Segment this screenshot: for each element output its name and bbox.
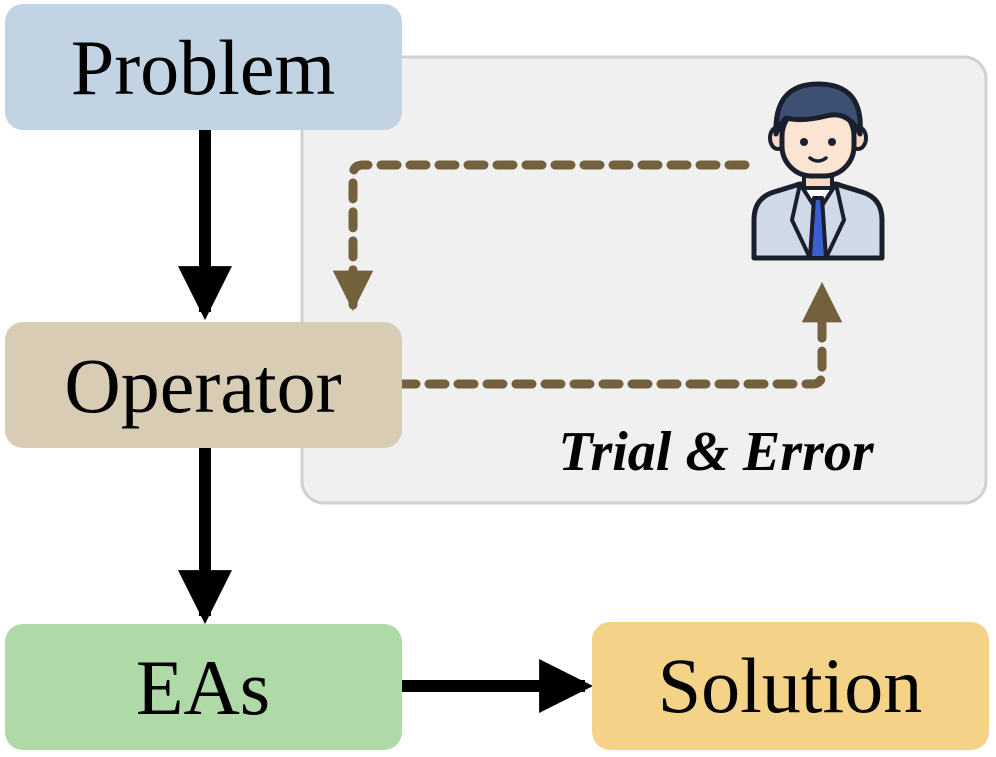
eas-node: EAs bbox=[5, 624, 402, 750]
operator-node: Operator bbox=[5, 322, 402, 448]
trial-error-label: Trial & Error bbox=[558, 421, 875, 483]
solution-node: Solution bbox=[592, 622, 989, 750]
dashed-arrow-operator-to-person bbox=[395, 281, 843, 389]
person-business-icon bbox=[751, 81, 885, 261]
solution-label: Solution bbox=[658, 642, 922, 729]
dashed-arrow-person-to-operator bbox=[332, 160, 750, 312]
operator-label: Operator bbox=[64, 342, 341, 429]
eas-label: EAs bbox=[136, 644, 270, 731]
problem-node: Problem bbox=[5, 4, 402, 130]
problem-label: Problem bbox=[71, 24, 335, 111]
